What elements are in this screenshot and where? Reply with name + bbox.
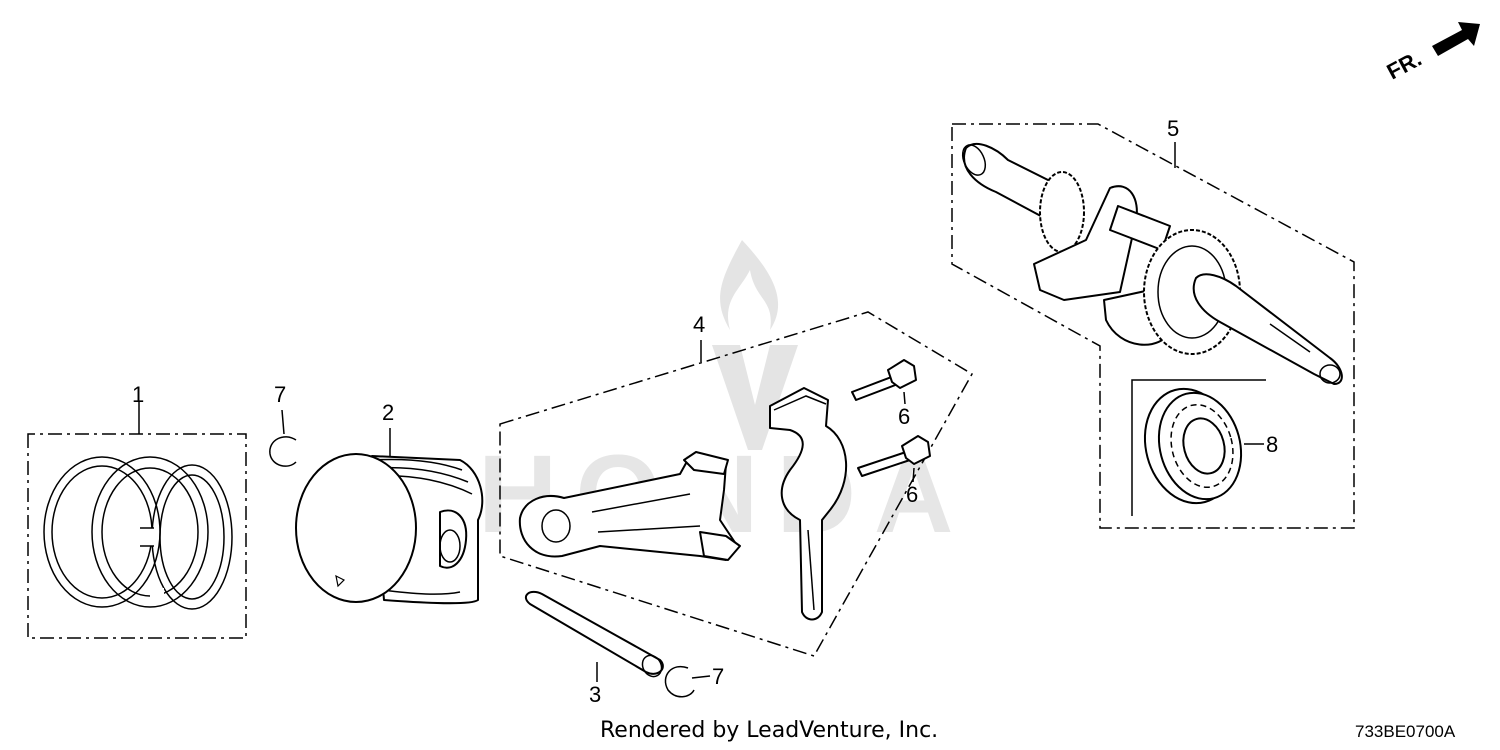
callout-leader-6-upper <box>903 391 906 405</box>
ring-set-frame <box>27 433 247 639</box>
watermark-emblem <box>712 240 798 450</box>
callout-7-lower: 7 <box>712 664 724 689</box>
piston-skirt-line <box>381 589 461 595</box>
callout-5: 5 <box>1167 116 1179 141</box>
rod-web-line-2 <box>597 525 701 533</box>
rod-small-end-bore <box>541 509 571 543</box>
callout-8: 8 <box>1266 432 1278 457</box>
callout-2: 2 <box>382 400 394 425</box>
bearing-balls-ring <box>1170 403 1234 489</box>
rod-bolt-boss-top <box>683 451 729 475</box>
timing-gear <box>1039 171 1085 253</box>
callout-6-upper: 6 <box>898 404 910 429</box>
crank-web-1 <box>1033 185 1138 301</box>
circlip-lower <box>664 665 695 698</box>
bearing-frame <box>1131 379 1266 516</box>
crankshaft-frame <box>951 123 1355 529</box>
callout-1: 1 <box>132 382 144 407</box>
piston-crown <box>295 453 417 603</box>
bolt-head-upper <box>887 359 917 389</box>
rod-web-line <box>591 493 691 513</box>
ring-gap-2 <box>150 588 164 600</box>
piston-ring-groove-1 <box>371 458 463 471</box>
front-label: FR. <box>1383 46 1426 85</box>
rod-cap-top-edge <box>773 395 827 411</box>
ring-outer-2 <box>91 456 209 608</box>
front-arrow-icon <box>1432 22 1480 56</box>
callout-leader-7-upper <box>281 409 285 435</box>
ring-gap <box>140 528 154 546</box>
callout-4: 4 <box>693 312 705 337</box>
pin-clip-upper: 7 <box>269 382 297 467</box>
piston: 2 <box>295 400 484 605</box>
rod-bolt-upper: 6 <box>851 359 917 429</box>
rod-cap <box>769 387 848 621</box>
ring-oil-inner <box>159 474 225 600</box>
crankshaft-keyway <box>1269 323 1311 353</box>
piston-pin-end <box>641 654 663 678</box>
circlip-upper <box>269 436 297 467</box>
piston-pin-body <box>524 590 664 675</box>
front-direction-indicator: FR. <box>1383 22 1480 84</box>
piston-direction-mark <box>335 574 346 588</box>
rod-bolt-boss-bottom <box>699 531 741 561</box>
connecting-rod-assembly: 4 6 6 <box>499 311 974 657</box>
crankshaft-thread-end <box>1319 364 1341 384</box>
bearing-inner-race <box>1182 417 1226 475</box>
rod-cap-dipper <box>807 529 815 611</box>
callout-6-lower: 6 <box>906 482 918 507</box>
piston-pin: 3 <box>524 590 664 707</box>
bearing: 8 <box>1131 379 1278 516</box>
diagram-code: 733BE0700A <box>1355 722 1456 741</box>
crankshaft-assembly: 5 <box>951 116 1355 529</box>
callout-leader-6-lower <box>912 467 915 483</box>
rod-bolt-lower: 6 <box>857 435 931 507</box>
pin-clip-lower: 7 <box>664 664 724 698</box>
callout-leader-7-lower <box>691 675 711 679</box>
piston-ring-set: 1 <box>27 382 247 639</box>
piston-pin-bore <box>439 529 461 563</box>
crankshaft-end-face <box>961 144 987 176</box>
rod-body <box>518 455 737 561</box>
connecting-rod-frame <box>499 311 974 657</box>
callout-3: 3 <box>589 682 601 707</box>
ring-oil <box>151 464 233 610</box>
bolt-head-lower <box>901 435 931 465</box>
render-credit: Rendered by LeadVenture, Inc. <box>600 718 939 743</box>
crankshaft-output-shaft <box>1192 273 1343 385</box>
callout-7-upper: 7 <box>274 382 286 407</box>
